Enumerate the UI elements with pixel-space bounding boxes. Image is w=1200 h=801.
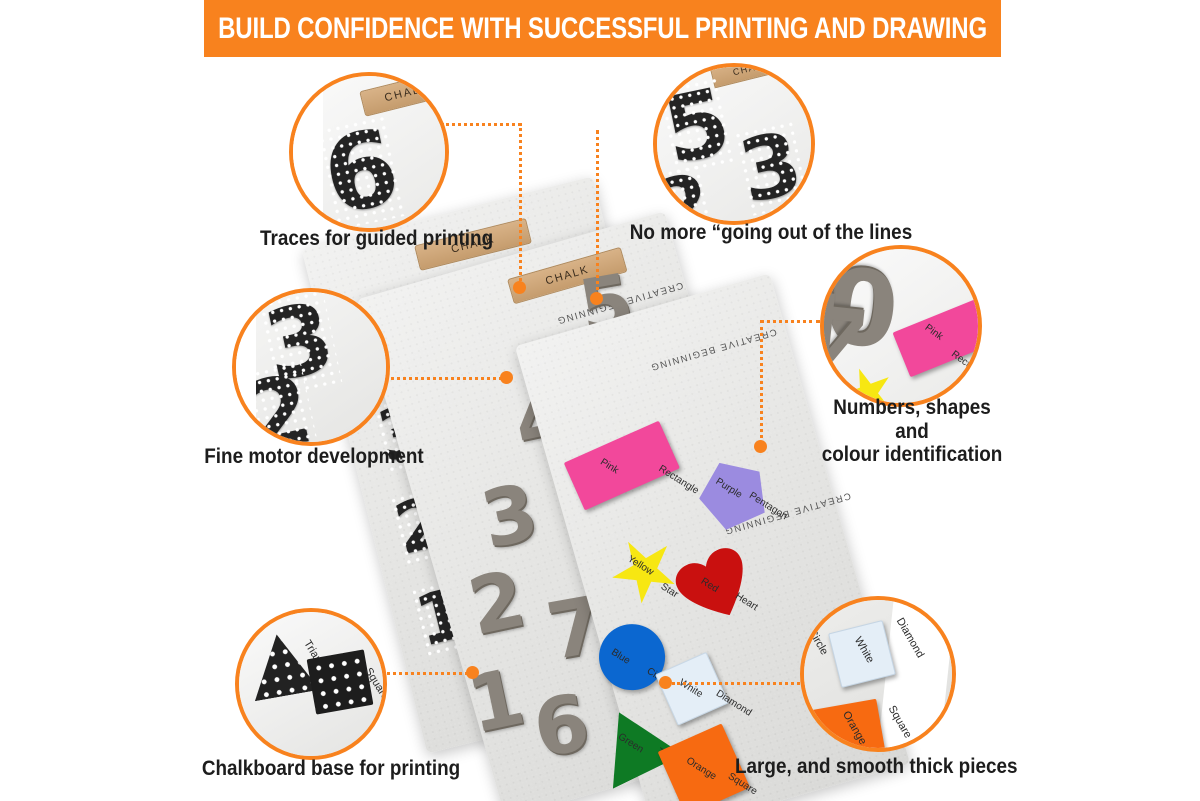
callout-label-traces: Traces for guided printing	[260, 227, 494, 250]
callout-chalkboard-scene: Triangle Square	[239, 612, 383, 756]
callout-traces-number: 6	[313, 104, 410, 232]
callout-bubble-lines: CHALK 5 3 2	[653, 63, 815, 225]
connector-dot-large	[659, 676, 672, 689]
callout-lines-number-3: 3	[731, 112, 811, 224]
connector-traces-horizontal	[441, 123, 521, 126]
connector-lines-vertical	[596, 130, 599, 298]
connector-numbers-horizontal	[760, 320, 820, 323]
header-banner-title: BUILD CONFIDENCE WITH SUCCESSFUL PRINTIN…	[218, 11, 987, 45]
callout-bubble-numbers-inner: 0 4 Pink Rectangle	[824, 249, 978, 403]
callout-bubble-traces-inner: CHALK 6	[293, 76, 445, 232]
callout-bubble-finemotor: 3 2	[232, 288, 390, 446]
connector-finemotor-horizontal	[380, 377, 508, 380]
connector-chalkboard-horizontal	[352, 672, 474, 675]
callout-numbers-scene: 0 4 Pink Rectangle	[824, 249, 978, 403]
connector-numbers-vertical	[760, 320, 763, 445]
callout-bubble-lines-inner: CHALK 5 3 2	[657, 63, 811, 224]
header-banner: BUILD CONFIDENCE WITH SUCCESSFUL PRINTIN…	[204, 0, 1001, 57]
connector-dot-lines	[590, 292, 603, 305]
callout-lines-scene: CHALK 5 3 2	[657, 63, 811, 224]
foam-number-3: 3	[473, 467, 546, 567]
callout-label-numbers-line1: Numbers, shapes and	[833, 396, 991, 443]
brand-text-shapes-top: CREATIVE BEGINNING	[648, 325, 778, 373]
foam-number-2: 2	[461, 553, 534, 654]
shape-name-label-heart: Heart	[733, 590, 760, 614]
callout-large-scene: White Circle Diamond Orange Square	[804, 600, 952, 748]
callout-traces-mask-left	[293, 76, 323, 228]
callout-label-large: Large, and smooth thick pieces	[735, 755, 1018, 778]
callout-chalkboard-square-dots	[306, 649, 374, 715]
connector-dot-traces	[513, 281, 526, 294]
callout-label-lines: No more “going out of the lines	[629, 221, 913, 244]
callout-traces-chalk-label: CHALK	[383, 81, 431, 105]
callout-lines-chalk-label: CHALK	[731, 63, 771, 78]
callout-finemotor-mask-left	[236, 292, 256, 442]
foam-number-6: 6	[527, 677, 597, 776]
callout-bubble-large-inner: White Circle Diamond Orange Square	[804, 600, 952, 748]
callout-finemotor-scene: 3 2	[236, 292, 386, 442]
callout-label-numbers-line2: colour identification	[821, 443, 1003, 467]
callout-bubble-traces: CHALK 6	[289, 72, 449, 232]
callout-lines-chalk-holder: CHALK	[709, 63, 793, 89]
connector-large-horizontal	[672, 682, 806, 685]
callout-traces-scene: CHALK 6	[293, 76, 445, 232]
callout-bubble-chalkboard-inner: Triangle Square	[239, 612, 383, 756]
connector-dot-chalkboard	[466, 666, 479, 679]
callout-bubble-numbers: 0 4 Pink Rectangle	[820, 245, 982, 407]
connector-traces-vertical	[519, 123, 522, 287]
callout-bubble-large: White Circle Diamond Orange Square	[800, 596, 956, 752]
callout-bubble-chalkboard: Triangle Square	[235, 608, 387, 760]
callout-label-chalkboard: Chalkboard base for printing	[201, 757, 461, 780]
callout-label-finemotor: Fine motor development	[204, 445, 424, 468]
connector-dot-finemotor	[500, 371, 513, 384]
callout-bubble-finemotor-inner: 3 2	[236, 292, 386, 442]
connector-dot-numbers	[754, 440, 767, 453]
callout-large-circle-label: Circle	[805, 626, 831, 658]
